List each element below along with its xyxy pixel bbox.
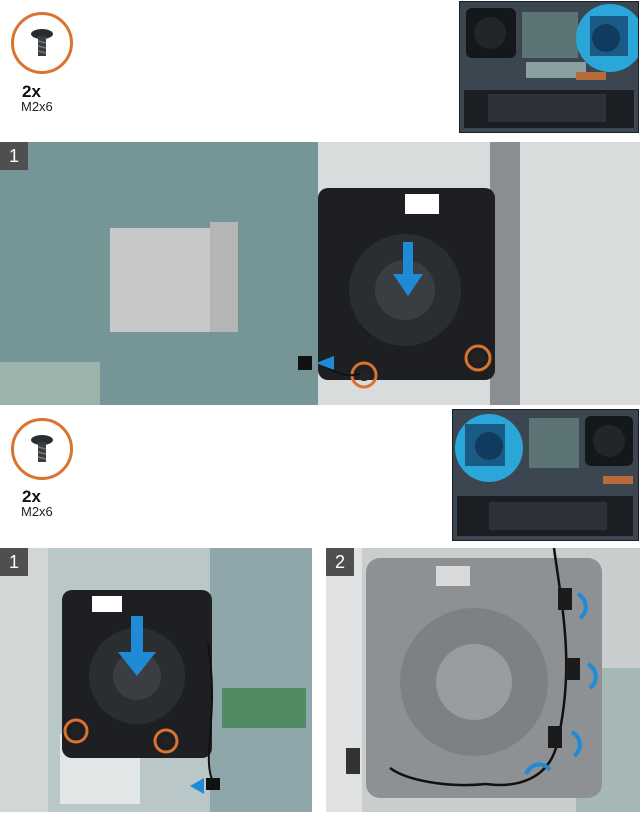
screw-icon-circle [11,418,73,480]
step-number-badge: 1 [0,548,28,576]
screw-icon [31,435,53,462]
screw-spec: M2x6 [21,99,53,114]
laptop-overview-thumbnail [459,1,639,133]
laptop-overview-thumbnail [452,409,639,541]
step-2-image-panel [326,548,640,812]
screw-icon [31,29,53,56]
screw-quantity: 2x [22,487,41,506]
step-1-image-panel [0,142,640,405]
screw-icon-circle [11,12,73,74]
step-number-badge: 1 [0,142,28,170]
screw-quantity: 2x [22,82,41,101]
step-number-badge: 2 [326,548,354,576]
step-1-image-panel [0,548,312,812]
screw-spec: M2x6 [21,504,53,519]
